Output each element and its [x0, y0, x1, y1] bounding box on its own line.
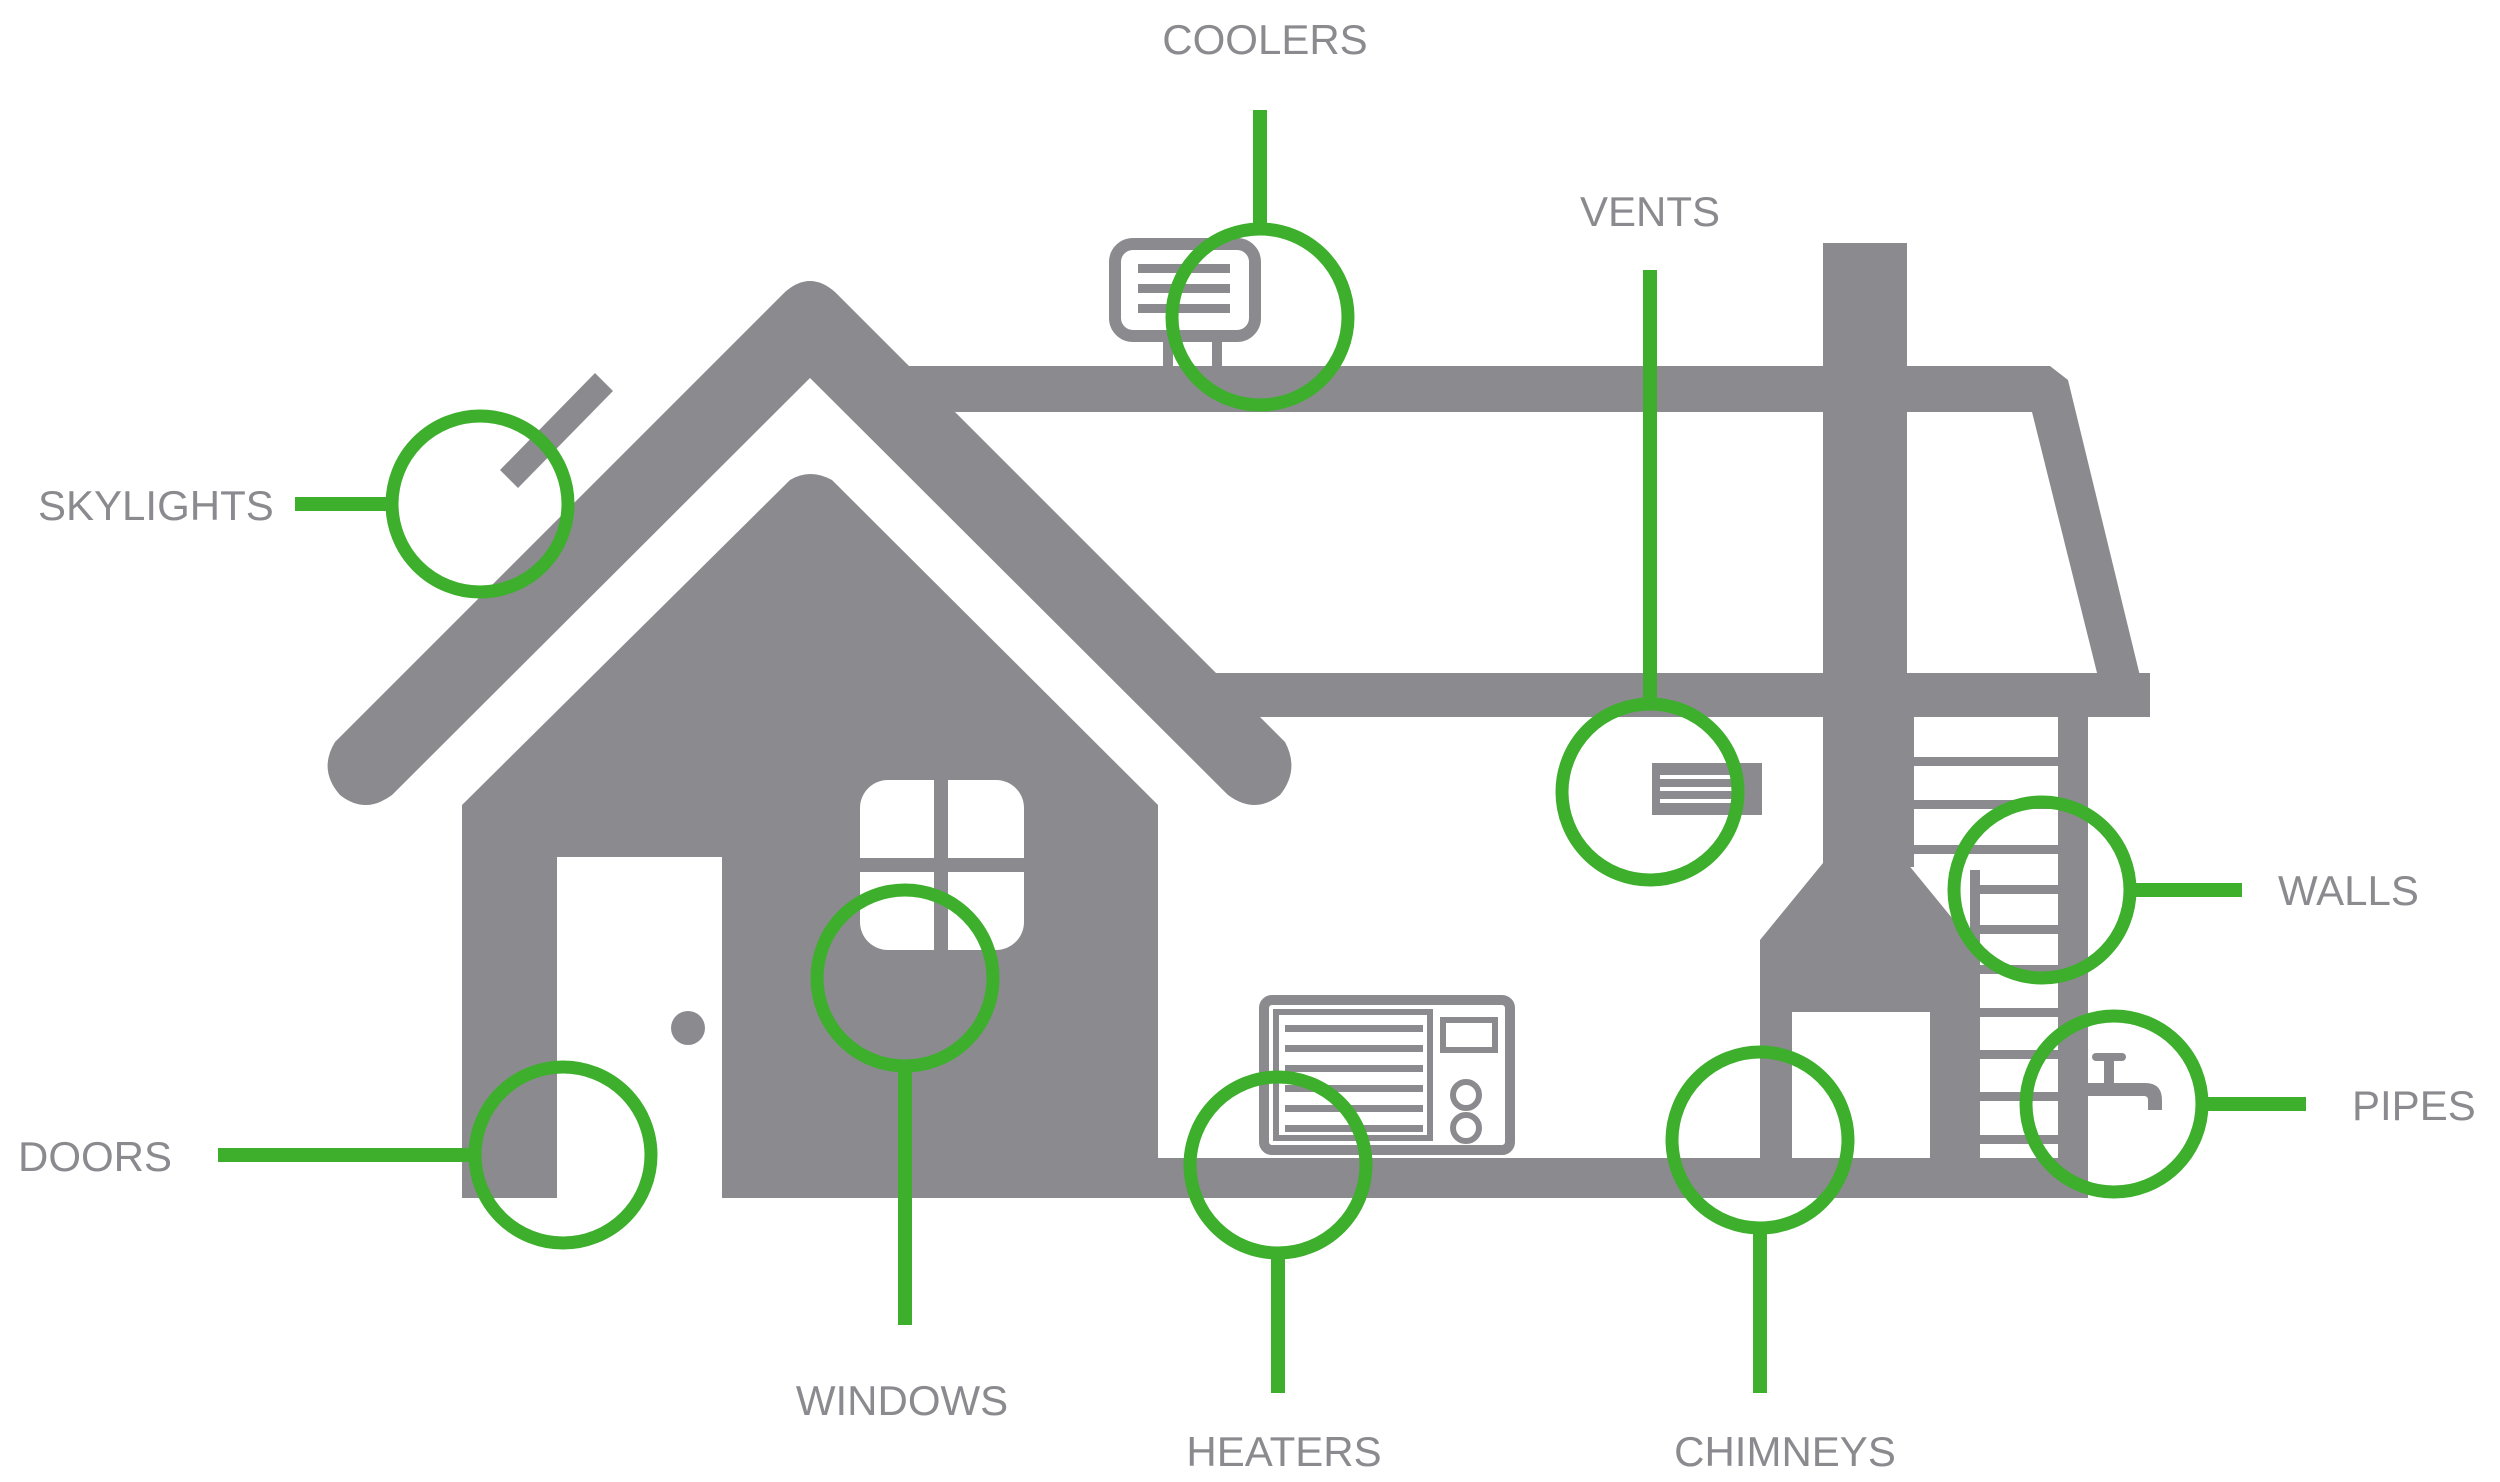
- callout-pipes: PIPES: [2019, 1009, 2476, 1199]
- ground-line: [1158, 1158, 2088, 1198]
- callout-walls-label: WALLS: [2278, 867, 2419, 914]
- callout-heaters-label: HEATERS: [1186, 1428, 1381, 1475]
- callout-coolers: COOLERS: [1162, 16, 1368, 412]
- callout-windows: WINDOWS: [796, 883, 1008, 1424]
- skylight-bar: [500, 373, 613, 488]
- chimney: [1760, 243, 1970, 1158]
- callout-coolers-label: COOLERS: [1162, 16, 1367, 63]
- callout-windows-ring: [810, 883, 1000, 1073]
- callout-skylights: SKYLIGHTS: [38, 409, 575, 599]
- rear-roof-right-slope: [2032, 380, 2150, 717]
- wall-vent: [1652, 763, 1762, 815]
- house-illustration: [327, 238, 2162, 1198]
- callout-chimneys-label: CHIMNEYS: [1674, 1428, 1896, 1475]
- callout-windows-label: WINDOWS: [796, 1377, 1008, 1424]
- callout-coolers-ring: [1165, 222, 1355, 412]
- callout-doors-ring: [468, 1060, 658, 1250]
- callout-vents: VENTS: [1555, 188, 1745, 887]
- callout-heaters: HEATERS: [1183, 1070, 1382, 1475]
- callout-doors-label: DOORS: [18, 1133, 172, 1180]
- callout-heaters-ring: [1183, 1070, 1373, 1260]
- callout-skylights-label: SKYLIGHTS: [38, 482, 274, 529]
- callout-chimneys-ring: [1665, 1045, 1855, 1235]
- callout-chimneys: CHIMNEYS: [1665, 1045, 1896, 1475]
- callout-walls: WALLS: [1947, 795, 2419, 985]
- callout-pipes-ring: [2019, 1009, 2209, 1199]
- callout-skylights-ring: [385, 409, 575, 599]
- callout-doors: DOORS: [18, 1060, 658, 1250]
- front-window: [860, 780, 1024, 950]
- callout-pipes-label: PIPES: [2352, 1082, 2476, 1129]
- callout-walls-ring: [1947, 795, 2137, 985]
- callout-vents-label: VENTS: [1580, 188, 1720, 235]
- rear-right-wall: [2058, 717, 2088, 1198]
- main-roof-gable: [327, 281, 1292, 805]
- door-knob: [671, 1011, 705, 1045]
- callout-vents-ring: [1555, 697, 1745, 887]
- rear-eave-band: [1200, 673, 2150, 717]
- faucet: [2088, 1053, 2162, 1110]
